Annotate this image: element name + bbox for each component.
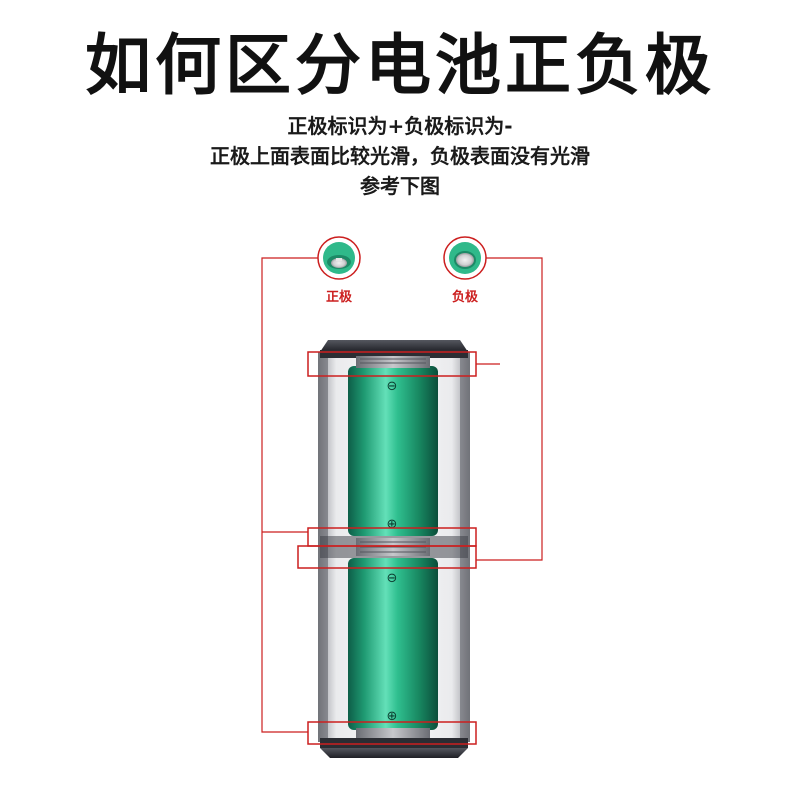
highlight-top-negative <box>307 351 477 377</box>
subtitle-line-2: 正极上面表面比较光滑，负极表面没有光滑 <box>210 144 590 168</box>
negative-terminal-icon <box>443 236 487 280</box>
subtitle-line-3: 参考下图 <box>360 174 440 198</box>
battery-connector <box>320 536 468 558</box>
negative-label: 负极 <box>451 290 478 305</box>
positive-terminal-icon <box>317 236 361 280</box>
highlight-boxes <box>297 351 477 745</box>
subtitle-line-1: 正极标识为+负极标识为- <box>287 114 513 138</box>
negative-callout-lines <box>476 257 543 561</box>
positive-label: 正极 <box>325 290 352 305</box>
top-battery-minus-mark: ⊖ <box>387 379 398 394</box>
bottom-battery-minus-mark: ⊖ <box>387 571 398 586</box>
top-battery-plus-mark: ⊕ <box>387 517 398 532</box>
page-title: 如何区分电池正负极 <box>85 27 715 104</box>
bottom-battery-plus-mark: ⊕ <box>387 709 398 724</box>
battery-bottom <box>348 558 438 738</box>
highlight-bottom-positive <box>307 721 477 745</box>
battery-top <box>348 356 438 536</box>
highlight-middle-negative <box>297 545 477 569</box>
positive-callout-lines <box>261 257 318 733</box>
